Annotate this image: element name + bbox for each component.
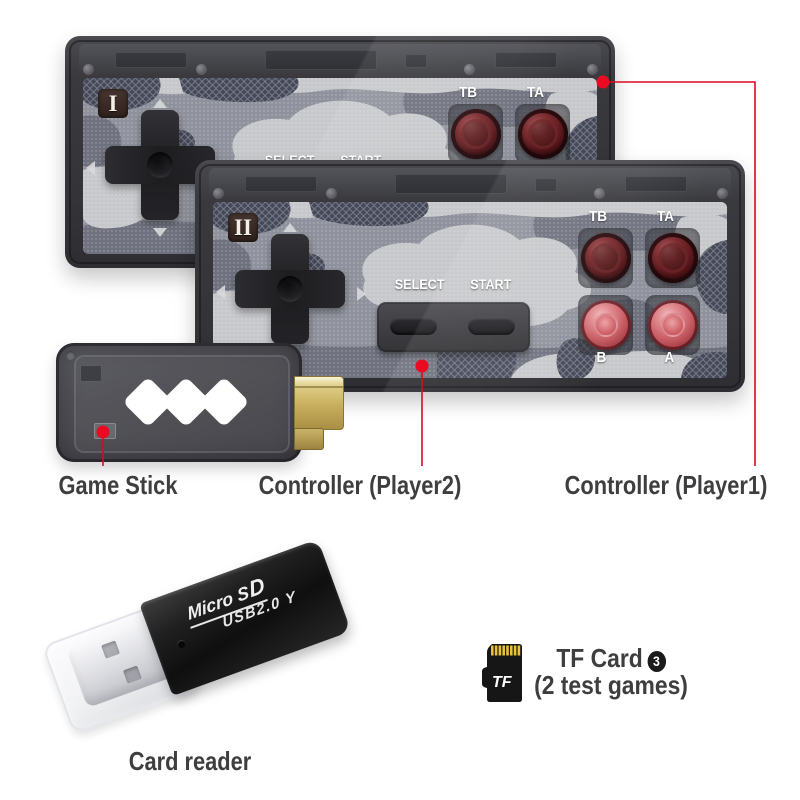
tf-card-contacts bbox=[491, 645, 521, 656]
tf-card-title: TF Card bbox=[556, 643, 643, 673]
select-start-panel bbox=[377, 302, 530, 352]
game-stick-caption: Game Stick bbox=[58, 470, 178, 500]
circuit-chip bbox=[265, 50, 377, 70]
wave-logo-icon bbox=[125, 379, 247, 425]
player1-badge: I bbox=[98, 89, 128, 118]
game-stick-body bbox=[56, 343, 302, 462]
led-hole-icon bbox=[176, 638, 187, 650]
turbo-b-button-pad bbox=[448, 104, 503, 164]
circuit-chip bbox=[535, 178, 557, 192]
player2-badge: II bbox=[228, 213, 258, 242]
circuit-chip bbox=[115, 52, 187, 68]
arrow-left-icon bbox=[216, 285, 225, 299]
controller-top-band bbox=[209, 168, 731, 198]
b-label: B bbox=[596, 349, 607, 366]
screw-icon bbox=[587, 64, 598, 75]
dpad bbox=[105, 110, 215, 220]
turbo-b-button bbox=[580, 233, 631, 283]
card-reader-body: Micro SD USB2.0 Y bbox=[139, 539, 352, 697]
turbo-b-button bbox=[450, 109, 501, 159]
tf-card-icon: TF bbox=[482, 644, 522, 702]
turbo-a-label: TA bbox=[656, 208, 674, 225]
controller-top-band bbox=[79, 44, 601, 74]
dpad-center bbox=[147, 152, 173, 178]
circled-3-badge: 3 bbox=[647, 651, 666, 672]
b-button bbox=[580, 300, 631, 350]
turbo-b-label: TB bbox=[589, 208, 607, 225]
card-reader-caption: Card reader bbox=[128, 746, 252, 776]
turbo-a-button bbox=[647, 233, 698, 283]
card-reader-device: Micro SD USB2.0 Y bbox=[41, 539, 362, 752]
controller-player1-caption: Controller (Player1) bbox=[564, 470, 768, 500]
screw-icon bbox=[66, 351, 75, 360]
start-button bbox=[468, 317, 515, 335]
tf-card-icon-label: TF bbox=[492, 674, 513, 691]
arrow-up-icon bbox=[283, 223, 297, 232]
screw-icon bbox=[717, 188, 728, 199]
start-label: START bbox=[470, 276, 512, 292]
hdmi-plug bbox=[294, 376, 344, 430]
circuit-chip bbox=[495, 52, 557, 68]
circuit-chip bbox=[245, 176, 317, 192]
screw-icon bbox=[83, 64, 94, 75]
screw-icon bbox=[594, 188, 605, 199]
circuit-chip bbox=[94, 423, 116, 439]
screw-icon bbox=[464, 64, 475, 75]
a-label: A bbox=[664, 349, 675, 366]
hdmi-seam bbox=[295, 386, 343, 388]
turbo-a-button-pad bbox=[515, 104, 570, 164]
b-button-pad bbox=[578, 295, 633, 355]
controller-player2-caption: Controller (Player2) bbox=[258, 470, 462, 500]
a-button-pad bbox=[645, 295, 700, 355]
hdmi-plug-step bbox=[294, 428, 324, 450]
dpad bbox=[235, 234, 345, 344]
circuit-chip bbox=[80, 365, 102, 382]
arrow-down-icon bbox=[153, 228, 167, 237]
dpad-center bbox=[277, 276, 303, 302]
circuit-chip bbox=[395, 174, 507, 194]
game-stick-device bbox=[56, 343, 344, 465]
arrow-up-icon bbox=[153, 99, 167, 108]
screw-icon bbox=[196, 64, 207, 75]
select-label: SELECT bbox=[394, 276, 445, 292]
a-button bbox=[647, 300, 698, 350]
arrow-right-icon bbox=[357, 287, 366, 301]
card-reader-rotated-group: Micro SD USB2.0 Y bbox=[32, 534, 352, 742]
turbo-a-button-pad bbox=[645, 228, 700, 288]
circuit-chip bbox=[405, 54, 427, 68]
arrow-left-icon bbox=[86, 161, 95, 175]
turbo-b-label: TB bbox=[459, 84, 477, 101]
turbo-a-button bbox=[517, 109, 568, 159]
turbo-b-button-pad bbox=[578, 228, 633, 288]
screw-icon bbox=[326, 188, 337, 199]
screw-icon bbox=[213, 188, 224, 199]
tf-card-subtitle: (2 test games) bbox=[534, 670, 688, 700]
hdmi-connector bbox=[294, 376, 346, 450]
circuit-chip bbox=[625, 176, 687, 192]
turbo-a-label: TA bbox=[526, 84, 544, 101]
select-button bbox=[390, 317, 437, 335]
